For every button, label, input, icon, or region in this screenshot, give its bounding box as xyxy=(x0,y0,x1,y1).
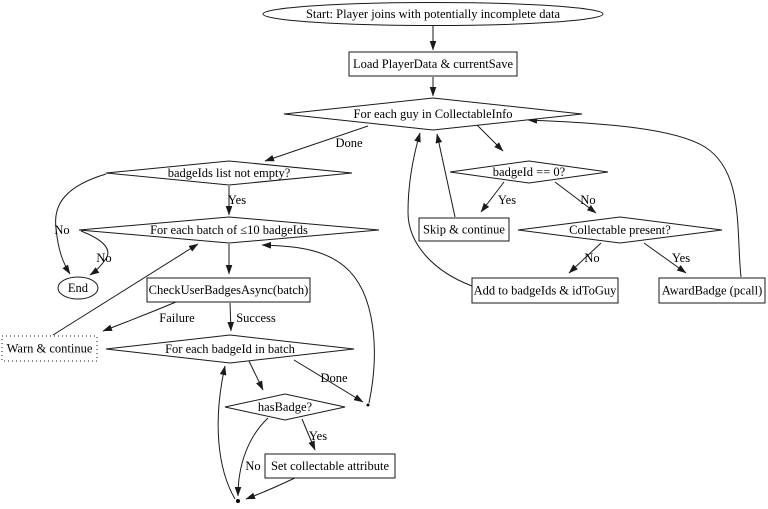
edge-label-badgeids-not-empty-to-for-each-batch: Yes xyxy=(228,193,246,207)
edge-label-for-each-badgeid-to-junction-batch: Done xyxy=(320,371,348,385)
edge-for-each-badgeid-to-hasbadge xyxy=(248,360,264,391)
for-each-guy-node xyxy=(283,97,583,131)
badgeid-zero-node xyxy=(449,160,609,184)
edges-layer xyxy=(52,26,742,500)
for-each-badgeid-label: For each badgeId in batch xyxy=(165,342,296,356)
badgeids-not-empty-node xyxy=(105,160,353,186)
edge-badgeid-zero-to-collectable-present xyxy=(554,181,597,214)
edge-badgeid-zero-to-skip-continue xyxy=(480,181,505,213)
edge-label-hasbadge-to-junction-badgeid: No xyxy=(245,459,260,473)
edge-award-badge-to-for-each-guy xyxy=(527,117,742,278)
load-playerdata-label: Load PlayerData & currentSave xyxy=(353,57,513,71)
edge-label-badgeid-zero-to-collectable-present: No xyxy=(580,193,595,207)
edge-for-each-guy-to-badgeid-zero xyxy=(476,124,504,152)
badgeids-not-empty-label: badgeIds list not empty? xyxy=(168,166,291,180)
edge-junction-badgeid-to-for-each-badgeid xyxy=(217,365,236,500)
edge-label-check-user-badges-to-for-each-badgeid: Success xyxy=(236,311,276,325)
edge-warn-continue-to-for-each-batch xyxy=(52,243,199,336)
junction-badgeid-node xyxy=(236,499,240,503)
collectable-present-label: Collectable present? xyxy=(569,223,671,237)
warn-continue-label: Warn & continue xyxy=(7,342,93,356)
end-label: End xyxy=(68,281,89,295)
edge-label-badgeids-not-empty-to-end: No xyxy=(54,223,69,237)
collectable-present-node xyxy=(517,216,723,244)
warn-continue-node xyxy=(1,335,98,362)
edge-label-check-user-badges-to-warn-continue: Failure xyxy=(159,311,195,325)
edge-for-each-guy-to-badgeids-not-empty xyxy=(264,125,369,162)
skip-continue-label: Skip & continue xyxy=(423,223,505,237)
edge-hasbadge-to-junction-badgeid xyxy=(234,417,269,497)
edge-skip-continue-to-for-each-guy xyxy=(435,133,456,218)
add-to-badgeids-label: Add to badgeIds & idToGuy xyxy=(474,284,618,298)
edge-set-collectable-to-junction-badgeid xyxy=(245,476,298,500)
edge-label-badgeid-zero-to-skip-continue: Yes xyxy=(498,193,516,207)
for-each-batch-node xyxy=(78,216,380,244)
badgeid-zero-label: badgeId == 0? xyxy=(493,165,566,179)
junction-batch-node xyxy=(366,403,370,407)
edge-label-collectable-present-to-award-badge: Yes xyxy=(672,251,690,265)
edge-badgeids-not-empty-to-end xyxy=(55,173,107,275)
edge-junction-batch-to-for-each-batch xyxy=(261,241,375,404)
edge-collectable-present-to-add-to-badgeids xyxy=(568,242,602,274)
for-each-guy-label: For each guy in CollectableInfo xyxy=(354,107,513,121)
edge-check-user-badges-to-for-each-badgeid xyxy=(227,302,235,332)
edge-collectable-present-to-award-badge xyxy=(643,242,687,274)
edge-label-hasbadge-to-set-collectable: Yes xyxy=(309,429,327,443)
edge-add-to-badgeids-to-for-each-guy xyxy=(407,132,473,287)
start-label: Start: Player joins with potentially inc… xyxy=(306,7,561,21)
hasbadge-node xyxy=(224,393,346,421)
load-playerdata-node xyxy=(348,51,518,77)
check-user-badges-label: CheckUserBadgesAsync(batch) xyxy=(149,283,309,297)
skip-continue-node xyxy=(418,217,510,242)
for-each-batch-label: For each batch of ≤10 badgeIds xyxy=(150,223,308,237)
for-each-badgeid-node xyxy=(105,334,355,364)
edge-check-user-badges-to-warn-continue xyxy=(102,301,177,332)
edge-label-for-each-batch-to-end: No xyxy=(96,251,111,265)
edge-for-each-badgeid-to-junction-batch xyxy=(293,359,364,403)
hasbadge-label: hasBadge? xyxy=(258,400,313,414)
edge-label-for-each-guy-to-badgeids-not-empty: Done xyxy=(335,136,363,150)
add-to-badgeids-node xyxy=(471,277,619,304)
award-badge-node xyxy=(658,277,766,304)
edge-label-collectable-present-to-add-to-badgeids: No xyxy=(584,251,599,265)
edge-hasbadge-to-set-collectable xyxy=(301,418,316,451)
check-user-badges-node xyxy=(146,277,311,303)
edge-for-each-batch-to-end xyxy=(80,230,109,276)
award-badge-label: AwardBadge (pcall) xyxy=(662,284,763,298)
end-node xyxy=(57,276,99,300)
set-collectable-label: Set collectable attribute xyxy=(271,459,389,473)
set-collectable-node xyxy=(264,453,396,479)
start-node xyxy=(262,2,604,26)
